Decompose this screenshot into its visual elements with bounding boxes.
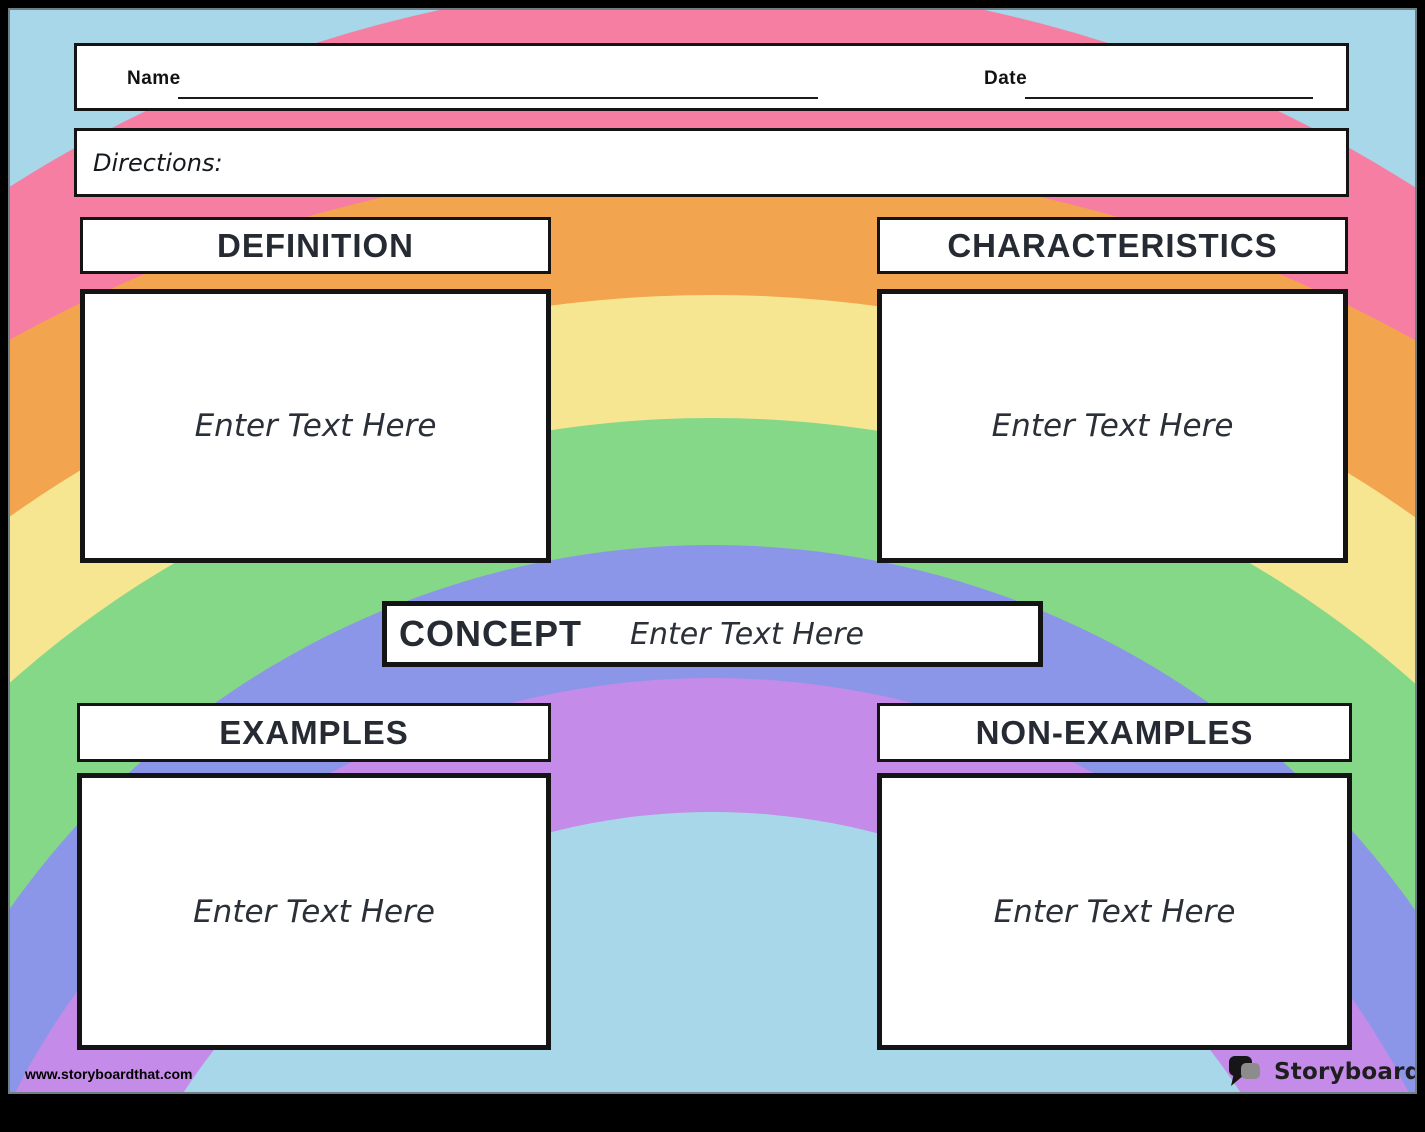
non-examples-header[interactable]: NON-EXAMPLES bbox=[877, 703, 1352, 762]
examples-placeholder[interactable]: Enter Text Here bbox=[193, 893, 435, 930]
speech-bubbles-icon bbox=[1229, 1056, 1260, 1086]
examples-title: EXAMPLES bbox=[219, 713, 409, 751]
name-entry-line[interactable] bbox=[178, 97, 818, 99]
characteristics-header[interactable]: CHARACTERISTICS bbox=[877, 217, 1348, 274]
directions-bar[interactable]: Directions: bbox=[74, 128, 1349, 197]
definition-content-box[interactable]: Enter Text Here bbox=[80, 289, 551, 563]
website-url: www.storyboardthat.com bbox=[25, 1066, 193, 1082]
definition-header[interactable]: DEFINITION bbox=[80, 217, 551, 274]
examples-header[interactable]: EXAMPLES bbox=[77, 703, 551, 762]
directions-label: Directions: bbox=[93, 148, 223, 177]
non-examples-content-box[interactable]: Enter Text Here bbox=[877, 773, 1352, 1050]
definition-title: DEFINITION bbox=[217, 226, 414, 264]
characteristics-placeholder[interactable]: Enter Text Here bbox=[991, 408, 1234, 444]
logo-text-storyboard: Storyboard bbox=[1274, 1059, 1415, 1085]
characteristics-title: CHARACTERISTICS bbox=[947, 226, 1278, 264]
storyboardthat-logo[interactable]: StoryboardThat bbox=[1228, 1055, 1415, 1089]
date-entry-line[interactable] bbox=[1025, 97, 1313, 99]
date-label: Date bbox=[984, 68, 1028, 89]
non-examples-title: NON-EXAMPLES bbox=[975, 713, 1254, 751]
concept-bar[interactable]: CONCEPT Enter Text Here bbox=[382, 601, 1043, 667]
definition-placeholder[interactable]: Enter Text Here bbox=[194, 408, 437, 444]
characteristics-content-box[interactable]: Enter Text Here bbox=[877, 289, 1348, 563]
logo-wordmark: StoryboardThat bbox=[1274, 1059, 1415, 1085]
non-examples-placeholder[interactable]: Enter Text Here bbox=[993, 893, 1236, 930]
concept-placeholder[interactable]: Enter Text Here bbox=[630, 616, 865, 652]
concept-title: CONCEPT bbox=[399, 613, 583, 654]
worksheet-canvas: Name Date Directions: DEFINITION Enter T… bbox=[10, 10, 1415, 1092]
examples-content-box[interactable]: Enter Text Here bbox=[77, 773, 551, 1050]
name-date-bar: Name Date bbox=[74, 43, 1349, 111]
name-label: Name bbox=[127, 68, 181, 89]
